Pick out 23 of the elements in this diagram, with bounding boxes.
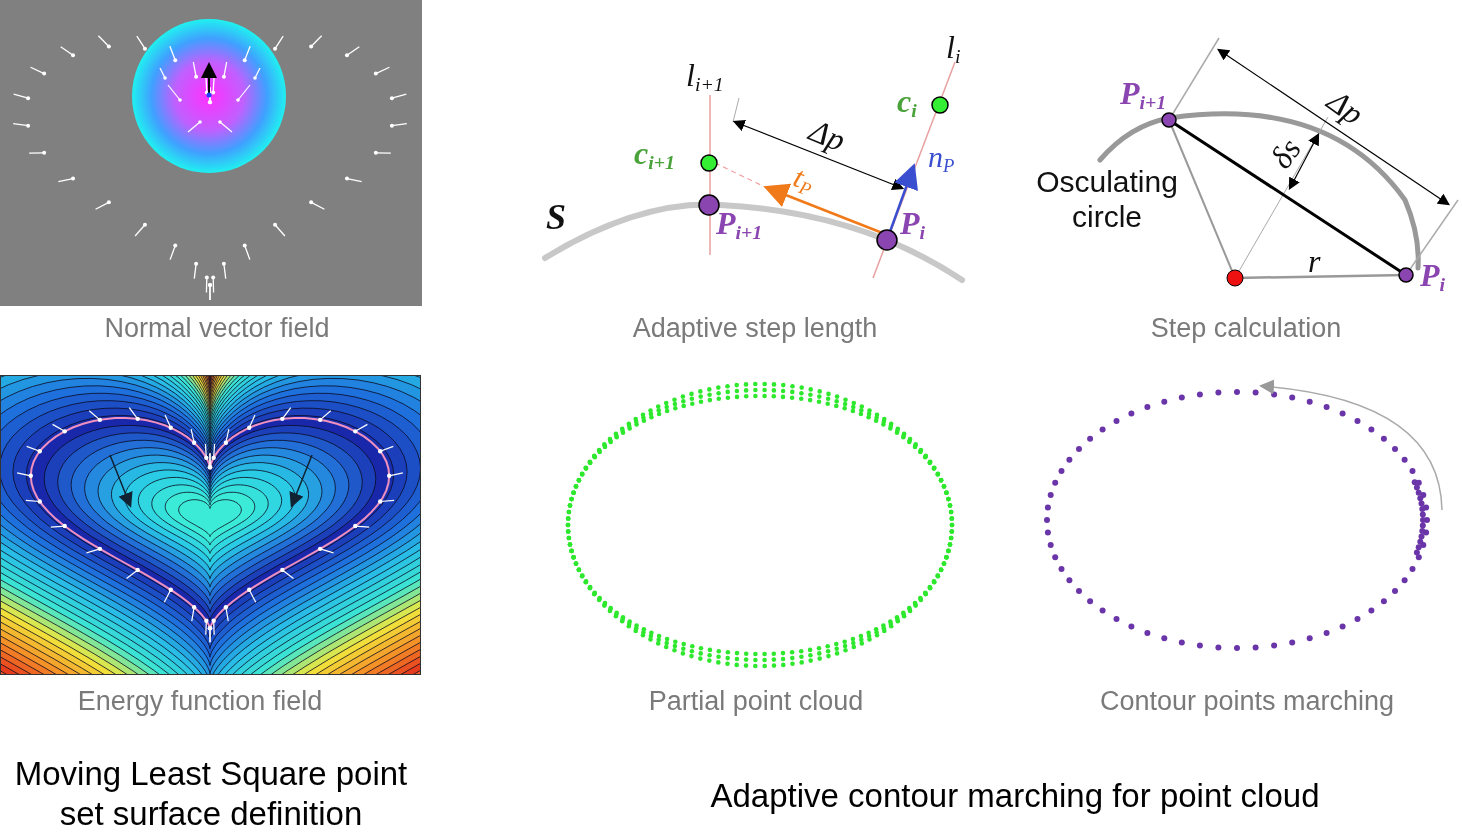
- math-label: S: [546, 198, 567, 238]
- math-label: Δp: [1321, 83, 1370, 133]
- math-label: r: [1308, 244, 1321, 280]
- point-label: P$_{i}$: [1420, 258, 1446, 296]
- math-label: l$_{i}$: [946, 30, 961, 68]
- figure-caption: Energy function field: [77, 687, 323, 717]
- math-label: Δp: [804, 112, 851, 159]
- point-label: P$_{i}$: [900, 206, 926, 244]
- vector-label: n$_{P}$: [928, 140, 955, 177]
- section-heading: Moving Least Square point set surface definition: [13, 754, 409, 834]
- annotation-text: Osculating circle: [1035, 164, 1179, 235]
- figure-caption: Step calculation: [1150, 314, 1342, 344]
- figure-caption: Partial point cloud: [648, 687, 864, 717]
- section-heading: Adaptive contour marching for point cloud: [709, 776, 1321, 816]
- math-label: l$_{i+1}$: [686, 58, 724, 96]
- point-label: P$_{i+1}$: [1120, 76, 1167, 114]
- figure-caption: Normal vector field: [104, 314, 330, 344]
- point-label: P$_{i+1}$: [716, 206, 763, 244]
- figure-caption: Contour points marching: [1099, 687, 1395, 717]
- point-label: c$_{i+1}$: [634, 136, 675, 174]
- point-label: c$_{i}$: [897, 84, 917, 122]
- math-label: δs: [1263, 132, 1308, 175]
- figure-caption: Adaptive step length: [632, 314, 878, 344]
